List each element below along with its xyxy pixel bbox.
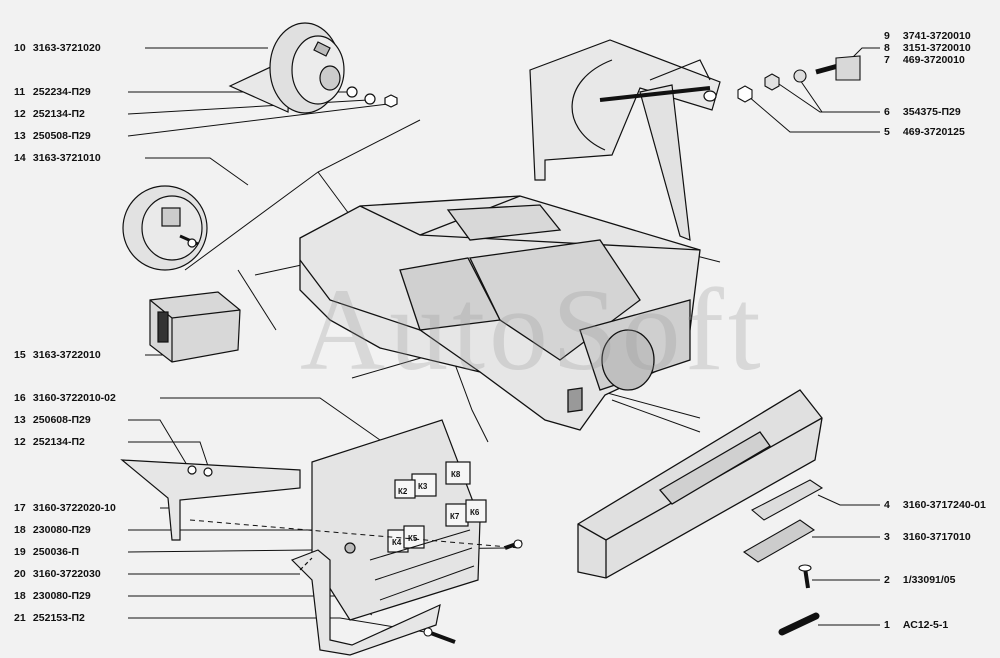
mounting-bracket-icon — [120, 459, 301, 541]
relay-label: К4 — [392, 538, 402, 547]
relay-label: К3 — [418, 482, 428, 491]
horn-upper-icon — [228, 22, 398, 114]
support-bracket-icon — [290, 549, 441, 656]
callout-21: 21 252153-П2 — [14, 612, 85, 624]
relay-label: К8 — [451, 470, 461, 479]
switch-nuts-icon — [737, 55, 861, 103]
callout-12b: 12 252134-П2 — [14, 436, 85, 448]
screw-icon — [423, 539, 523, 644]
callout-16: 16 3160-3722010-02 — [14, 392, 116, 404]
watermark: AutoSoft — [300, 264, 765, 395]
callout-13b: 13 250608-П29 — [14, 414, 91, 426]
callout-1: 1 АС12-5-1 — [884, 619, 949, 631]
callout-18: 18 230080-П29 — [14, 524, 91, 536]
callout-12: 12 252134-П2 — [14, 108, 85, 120]
horn-lower-icon — [122, 185, 208, 271]
callout-6: 6 354375-П29 — [884, 106, 961, 118]
callout-9: 9 3741-3720010 — [884, 30, 971, 42]
relay-label: К7 — [450, 512, 460, 521]
relay-label: К5 — [408, 534, 418, 543]
relay-label: К6 — [470, 508, 480, 517]
callout-11: 11 252234-П29 — [14, 86, 91, 98]
callout-15: 15 3163-3722010 — [14, 349, 101, 361]
callout-10: 10 3163-3721020 — [14, 42, 101, 54]
fuse-box-icon — [311, 419, 487, 621]
lamp-parts-icon — [742, 479, 824, 636]
callout-14: 14 3163-3721010 — [14, 152, 101, 164]
callout-7: 7 469-3720010 — [884, 54, 965, 66]
car-body-icon — [299, 195, 701, 431]
license-lamp-housing-icon — [577, 389, 823, 579]
callout-8: 8 3151-3720010 — [884, 42, 971, 54]
callout-19: 19 250036-П — [14, 546, 80, 558]
callout-2: 2 1/33091/05 — [884, 574, 956, 586]
relay-unit-icon — [149, 291, 241, 363]
callout-13: 13 250508-П29 — [14, 130, 91, 142]
callout-4: 4 3160-3717240-01 — [884, 499, 986, 511]
callout-5: 5 469-3720125 — [884, 126, 965, 138]
callout-17: 17 3160-3722020-10 — [14, 502, 116, 514]
switch-bracket-icon — [529, 39, 721, 241]
relay-label: К2 — [398, 487, 408, 496]
callout-3: 3 3160-3717010 — [884, 531, 971, 543]
callout-18b: 18 230080-П29 — [14, 590, 91, 602]
callout-20: 20 3160-3722030 — [14, 568, 101, 580]
